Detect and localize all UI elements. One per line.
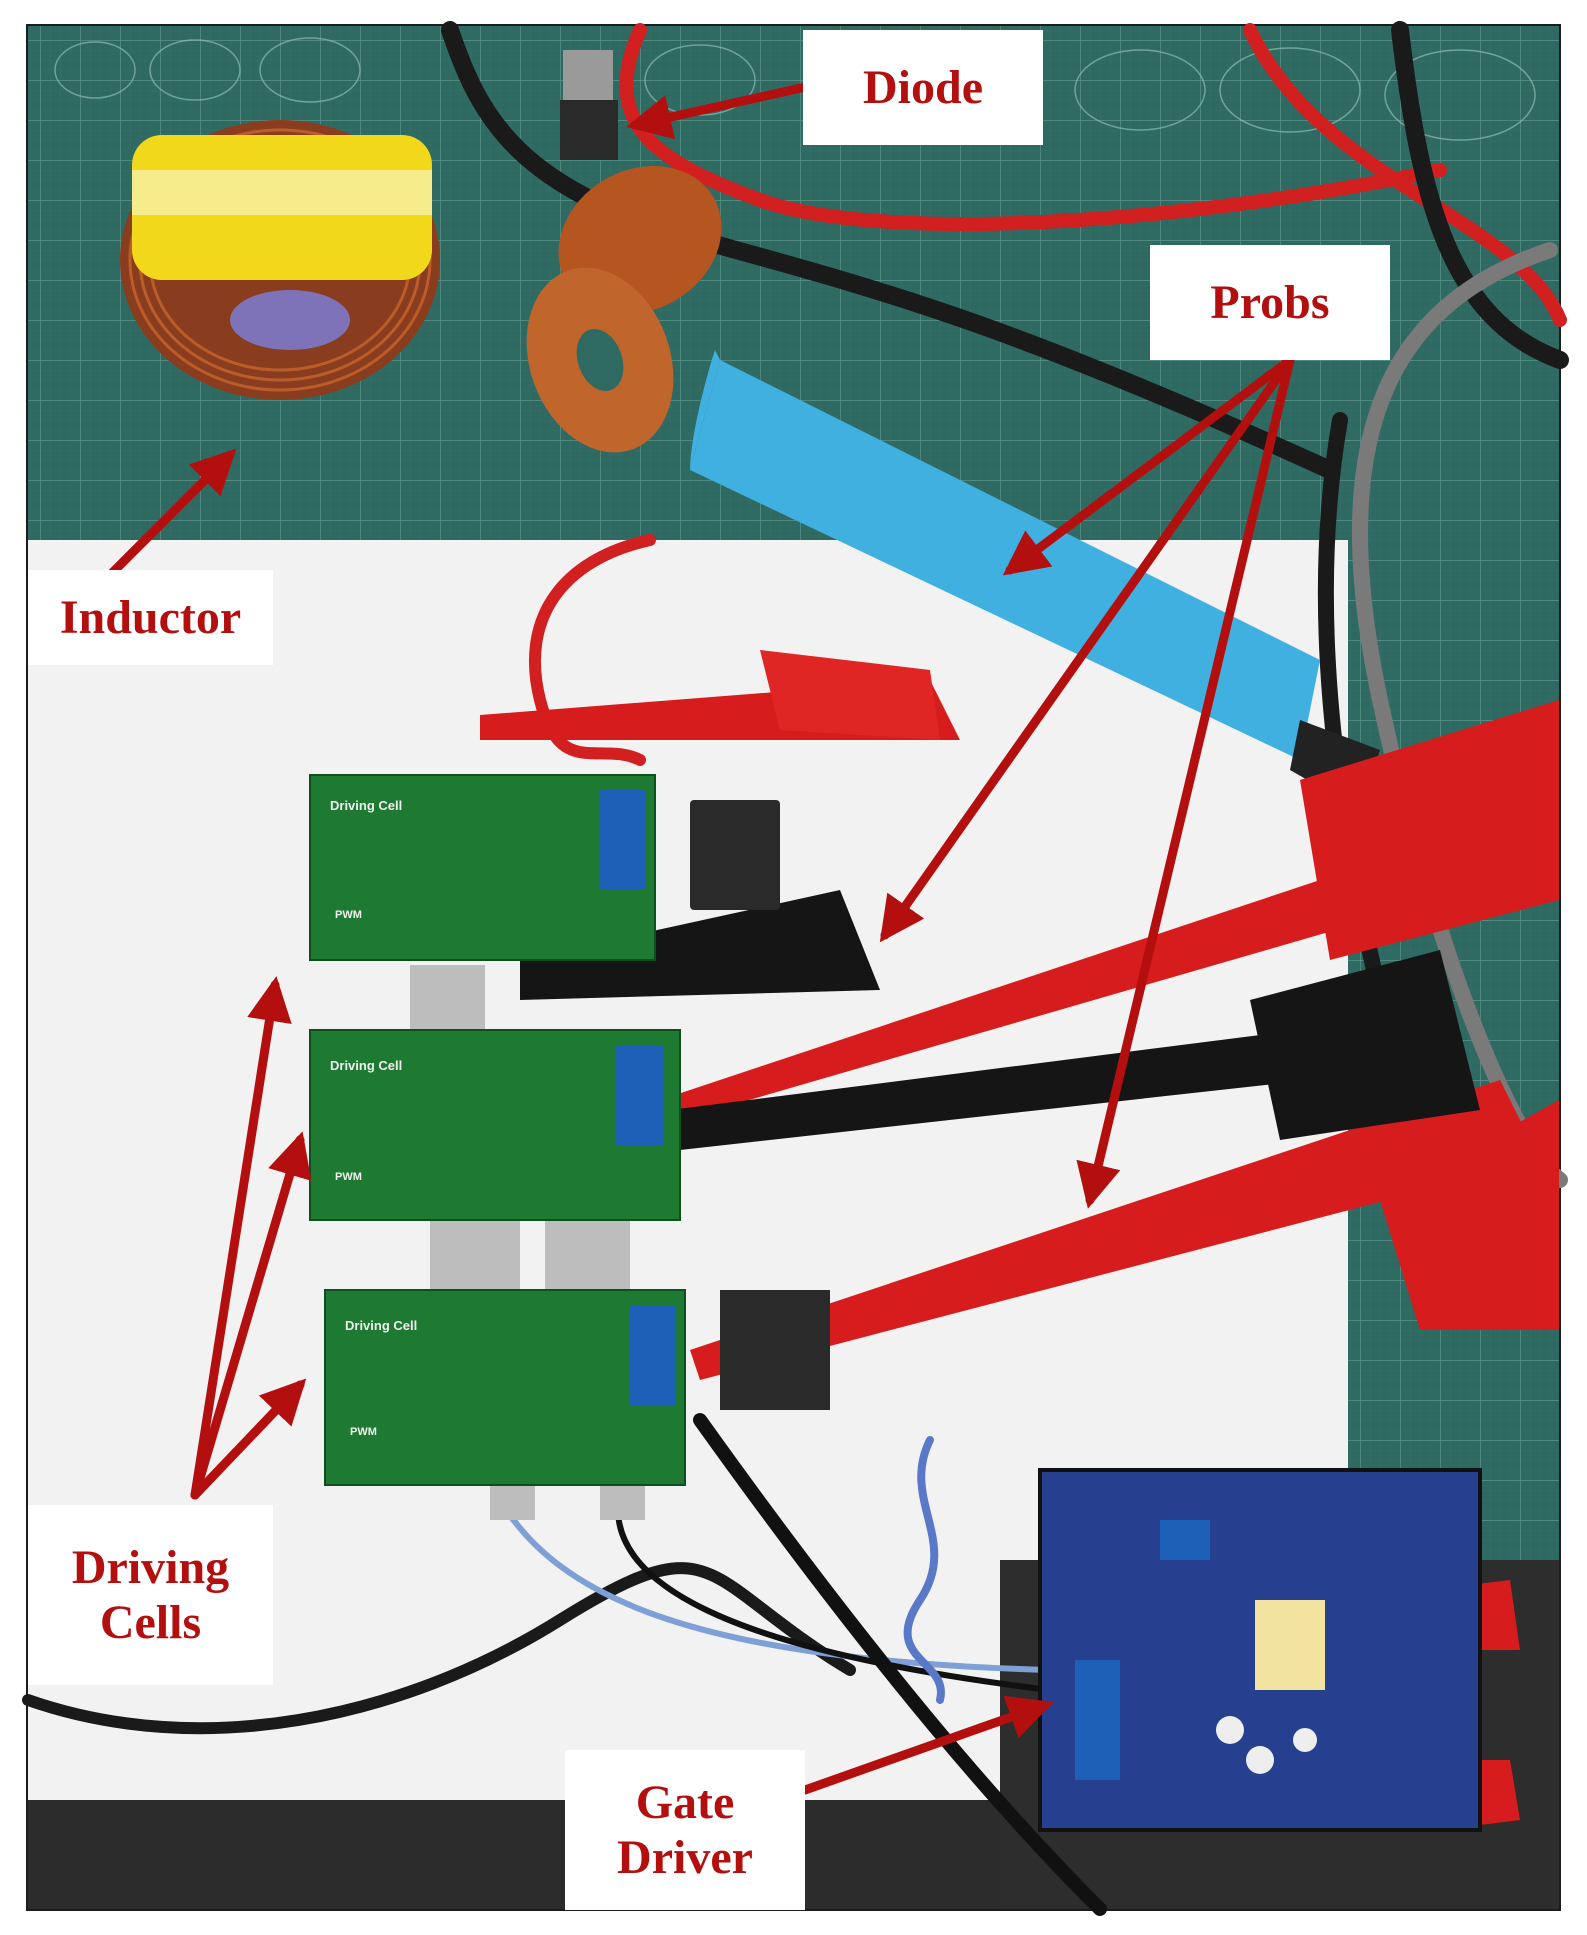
pwm-text-1: PWM [335,909,362,921]
red-probes [480,650,1559,1830]
label-inductor-text: Inductor [59,590,242,644]
pwm-text-2: PWM [335,1171,362,1183]
driving-cell-board-1 [309,774,656,961]
driving-cell-board-2 [309,1029,681,1221]
label-cells-text: Cells [99,1596,202,1649]
label-driving-cells: Driving Cells [28,1505,273,1685]
label-inductor: Inductor [28,570,273,665]
board-text-1: Driving Cell [330,798,402,813]
small-inductors [526,165,722,453]
gate-driver-board [1038,1468,1482,1832]
label-gate-text: Gate [635,1775,735,1829]
inductor-graphic [120,120,440,400]
label-probs: Probs [1150,245,1390,360]
label-diode: Diode [803,30,1043,145]
label-probs-text: Probs [1210,275,1330,329]
pwm-text-3: PWM [350,1426,377,1438]
label-driving-text: Driving [71,1540,230,1594]
mosfets [410,800,830,1520]
label-gate-driver: Gate Driver [565,1750,805,1910]
label-driver-text: Driver [617,1831,753,1884]
driving-cell-board-3 [324,1289,686,1486]
label-diode-text: Diode [863,60,983,114]
black-probes [520,890,1480,1150]
board-text-3: Driving Cell [345,1318,417,1333]
diode-component [560,50,618,160]
board-text-2: Driving Cell [330,1058,402,1073]
annotation-arrows [100,81,1295,1795]
